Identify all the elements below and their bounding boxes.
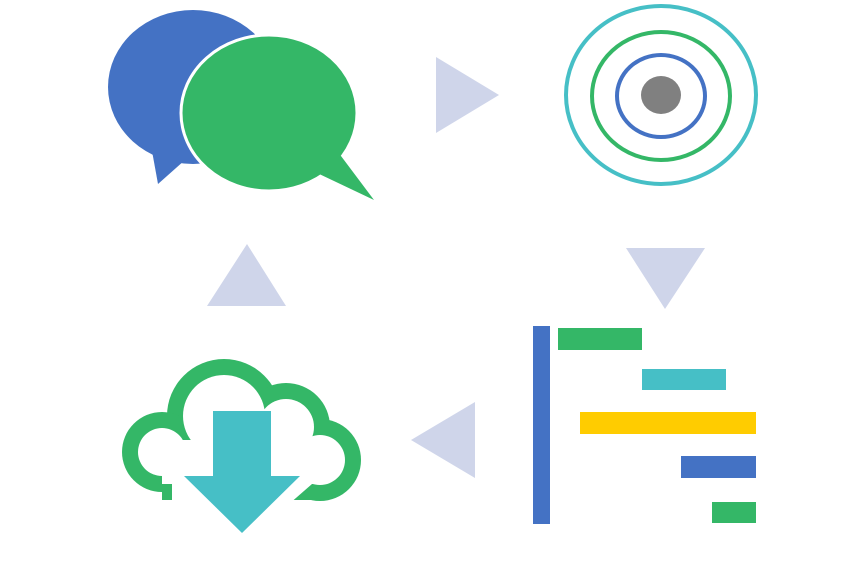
gantt-bar	[558, 328, 642, 350]
arrow-up-icon	[207, 244, 286, 306]
gantt-bar	[712, 502, 756, 523]
gantt-bar	[642, 369, 726, 390]
gantt-bar	[580, 412, 756, 434]
gantt-axis	[533, 326, 550, 524]
target-icon	[564, 4, 758, 186]
speech-bubbles-icon	[108, 10, 374, 200]
gantt-chart-icon	[533, 326, 756, 524]
arrow-down-icon	[626, 248, 705, 309]
cloud-download-icon	[122, 359, 361, 545]
arrow-right-icon	[436, 57, 499, 133]
arrow-left-icon	[411, 402, 475, 478]
gantt-bar	[681, 456, 756, 478]
